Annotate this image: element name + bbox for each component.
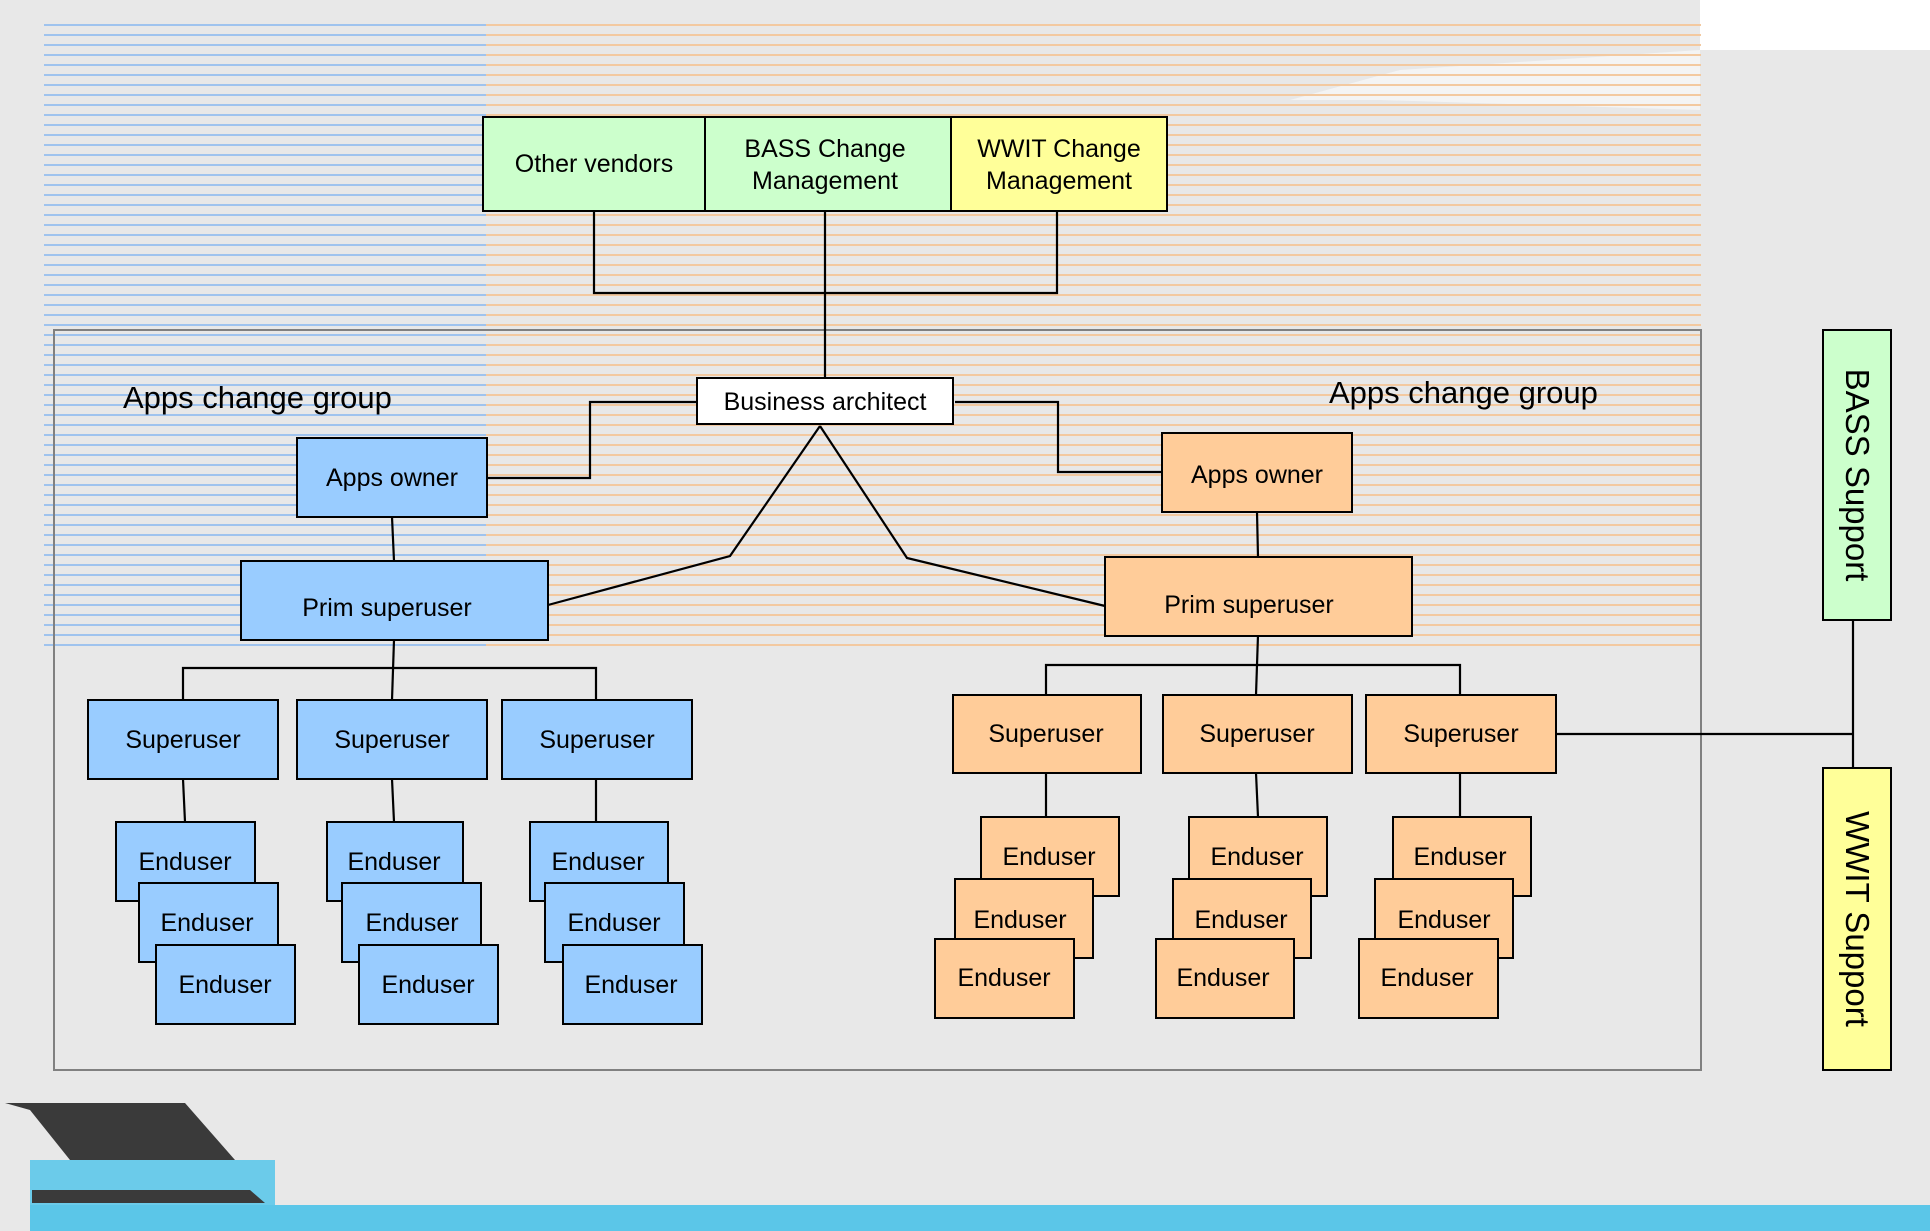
group-frame: [53, 329, 1702, 1071]
left-enduser-3a-label: Enduser: [551, 848, 644, 876]
right-enduser-2a-label: Enduser: [1210, 843, 1303, 871]
bass-support-label: BASS Support: [1839, 369, 1876, 582]
right-enduser-stack-2: Enduser Enduser Enduser: [1155, 816, 1328, 1019]
left-superuser-label-1: Superuser: [125, 726, 240, 754]
bass-change-label-line2: Management: [752, 167, 898, 195]
left-group-title: Apps change group: [123, 380, 392, 415]
wwit-change-label-line2: Management: [986, 167, 1132, 195]
right-enduser-1a-label: Enduser: [1002, 843, 1095, 871]
bass-change-management-box: BASS Change Management: [704, 116, 952, 212]
right-prim-superuser-label: Prim superuser: [1164, 591, 1334, 619]
bottom-dark-shape: [5, 1103, 235, 1160]
right-superuser-box-1: Superuser: [952, 694, 1142, 774]
left-enduser-3b-label: Enduser: [567, 909, 660, 937]
business-architect-label: Business architect: [724, 388, 927, 416]
right-superuser-label-3: Superuser: [1403, 720, 1518, 748]
left-apps-owner-label: Apps owner: [326, 464, 458, 492]
left-enduser-3c-label: Enduser: [584, 971, 677, 999]
bottom-accent-bar: [30, 1205, 1930, 1231]
left-enduser-stack-3: Enduser Enduser Enduser: [529, 821, 703, 1025]
wwit-change-management-box: WWIT Change Management: [950, 116, 1168, 212]
bass-change-label-line1: BASS Change: [744, 135, 905, 163]
left-superuser-label-2: Superuser: [334, 726, 449, 754]
right-superuser-box-2: Superuser: [1162, 694, 1353, 774]
left-enduser-stack-1: Enduser Enduser Enduser: [115, 821, 296, 1025]
left-enduser-1c-label: Enduser: [178, 971, 271, 999]
left-superuser-box-3: Superuser: [501, 699, 693, 780]
business-architect-box: Business architect: [696, 377, 954, 425]
left-superuser-box-2: Superuser: [296, 699, 488, 780]
right-enduser-3c-label: Enduser: [1380, 964, 1473, 992]
right-apps-owner-box: Apps owner: [1161, 432, 1353, 513]
left-enduser-2c-label: Enduser: [381, 971, 474, 999]
left-superuser-box-1: Superuser: [87, 699, 279, 780]
other-vendors-box: Other vendors: [482, 116, 706, 212]
wwit-support-box: WWIT Support: [1822, 767, 1892, 1071]
right-prim-superuser-box: Prim superuser: [1104, 556, 1413, 637]
orange-hatch-area: [486, 16, 1701, 648]
right-enduser-1b-label: Enduser: [973, 906, 1066, 934]
wwit-support-label: WWIT Support: [1839, 811, 1876, 1027]
right-superuser-label-2: Superuser: [1199, 720, 1314, 748]
bass-support-box: BASS Support: [1822, 329, 1892, 621]
left-enduser-stack-2: Enduser Enduser Enduser: [326, 821, 499, 1025]
connector-lines: [181, 208, 1855, 823]
right-enduser-2c-label: Enduser: [1176, 964, 1269, 992]
right-superuser-label-1: Superuser: [988, 720, 1103, 748]
right-superuser-box-3: Superuser: [1365, 694, 1557, 774]
wwit-change-label-line1: WWIT Change: [977, 135, 1140, 163]
right-enduser-1c-label: Enduser: [957, 964, 1050, 992]
right-apps-owner-label: Apps owner: [1191, 461, 1323, 489]
left-prim-superuser-label: Prim superuser: [302, 594, 472, 622]
left-apps-owner-box: Apps owner: [296, 437, 488, 518]
left-superuser-label-3: Superuser: [539, 726, 654, 754]
right-group-title: Apps change group: [1329, 375, 1598, 410]
right-enduser-3b-label: Enduser: [1397, 906, 1490, 934]
other-vendors-label: Other vendors: [515, 150, 673, 178]
right-enduser-2b-label: Enduser: [1194, 906, 1287, 934]
left-prim-superuser-box: Prim superuser: [240, 560, 549, 641]
left-enduser-1b-label: Enduser: [160, 909, 253, 937]
left-enduser-2b-label: Enduser: [365, 909, 458, 937]
left-enduser-2a-label: Enduser: [347, 848, 440, 876]
left-enduser-1a-label: Enduser: [138, 848, 231, 876]
blue-hatch-area: [44, 16, 486, 648]
right-enduser-3a-label: Enduser: [1413, 843, 1506, 871]
right-enduser-stack-1: Enduser Enduser Enduser: [934, 816, 1120, 1019]
right-enduser-stack-3: Enduser Enduser Enduser: [1358, 816, 1532, 1019]
